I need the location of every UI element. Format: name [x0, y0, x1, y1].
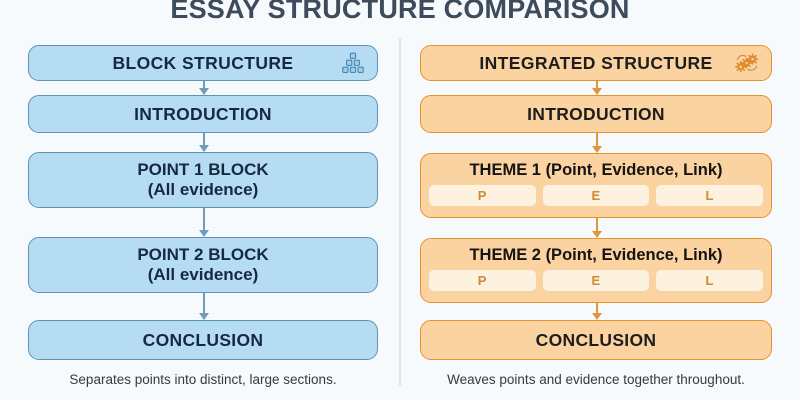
left-column-caption: Separates points into distinct, large se…: [69, 372, 337, 387]
connector-arrow: [199, 208, 209, 237]
connector-arrow: [199, 293, 209, 320]
theme-2-chip-evidence[interactable]: E: [542, 270, 650, 292]
connector-arrow: [592, 303, 602, 320]
gears-icon: [735, 52, 759, 74]
left-node-conclusion[interactable]: CONCLUSION: [28, 320, 378, 360]
connector-arrow: [592, 133, 602, 153]
right-column-caption: Weaves points and evidence together thro…: [447, 372, 745, 387]
connector-arrow: [199, 133, 209, 152]
theme-1-chip-evidence[interactable]: E: [542, 185, 650, 207]
connector-arrow: [592, 218, 602, 238]
theme-2-chip-link[interactable]: L: [656, 270, 764, 292]
integrated-structure-header[interactable]: INTEGRATED STRUCTURE: [420, 45, 772, 81]
theme-2-pel-row: P E L: [429, 270, 764, 292]
right-node-introduction-label: INTRODUCTION: [527, 103, 665, 124]
left-node-point-2[interactable]: POINT 2 BLOCK (All evidence): [28, 237, 378, 293]
stacked-blocks-icon: [341, 52, 365, 74]
page-title: ESSAY STRUCTURE COMPARISON: [170, 0, 630, 24]
block-structure-column: BLOCK STRUCTURE: [28, 0, 388, 400]
connector-arrow: [199, 81, 209, 95]
left-node-point-1-label: POINT 1 BLOCK: [137, 159, 269, 179]
right-node-theme-1-title: THEME 1 (Point, Evidence, Link): [469, 161, 723, 179]
integrated-structure-header-label: INTEGRATED STRUCTURE: [479, 52, 713, 73]
theme-2-chip-point[interactable]: P: [429, 270, 536, 292]
theme-1-chip-link[interactable]: L: [656, 185, 764, 207]
right-node-introduction[interactable]: INTRODUCTION: [420, 95, 772, 133]
left-node-point-2-sublabel: (All evidence): [147, 265, 259, 284]
integrated-structure-column: INTEGRATED STRUCTURE: [420, 0, 780, 400]
left-node-introduction-label: INTRODUCTION: [134, 103, 272, 124]
right-node-theme-1[interactable]: THEME 1 (Point, Evidence, Link) P E L: [420, 153, 772, 218]
column-divider: [399, 38, 401, 386]
right-node-theme-2[interactable]: THEME 2 (Point, Evidence, Link) P E L: [420, 238, 772, 303]
left-node-point-1-sublabel: (All evidence): [147, 180, 259, 199]
right-node-conclusion-label: CONCLUSION: [535, 329, 657, 350]
theme-1-chip-point[interactable]: P: [429, 185, 536, 207]
theme-1-pel-row: P E L: [429, 185, 764, 207]
left-node-point-1[interactable]: POINT 1 BLOCK (All evidence): [28, 152, 378, 208]
connector-arrow: [592, 81, 602, 95]
left-node-introduction[interactable]: INTRODUCTION: [28, 95, 378, 133]
block-structure-header-label: BLOCK STRUCTURE: [112, 52, 294, 73]
left-node-point-2-label: POINT 2 BLOCK: [137, 244, 269, 264]
right-node-conclusion[interactable]: CONCLUSION: [420, 320, 772, 360]
left-node-conclusion-label: CONCLUSION: [142, 329, 264, 350]
right-node-theme-2-title: THEME 2 (Point, Evidence, Link): [469, 246, 723, 264]
block-structure-header[interactable]: BLOCK STRUCTURE: [28, 45, 378, 81]
